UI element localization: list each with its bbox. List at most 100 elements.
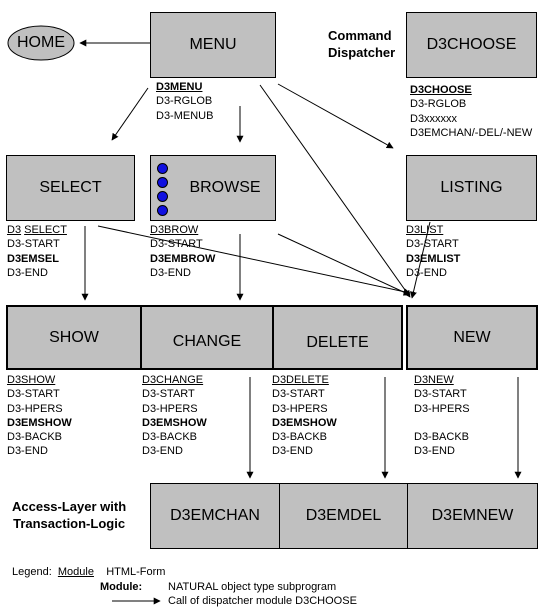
access-layer-label: Access-Layer with Transaction-Logic [12,498,126,532]
arrow-menu-new [259,84,411,298]
module-item: D3-END [7,445,48,458]
d3choose-label: D3CHOOSE [426,36,517,53]
module-item: D3-END [7,266,48,279]
module-item: D3CHOOSE [410,84,472,96]
module-item: D3EMCHAN/-DEL/-NEW [410,126,533,139]
browse-label: BROWSE [189,179,261,196]
module-item: D3EMBROW [150,252,216,265]
module-item: D3-END [272,445,313,458]
home-node: HOME [8,26,74,60]
browse-module-list: D3BROW D3-START D3EMBROW D3-END [150,223,215,280]
command-dispatcher-line-2: Dispatcher [328,45,396,60]
arrow-browse-new [277,233,411,296]
delete-module-list: D3DELETE D3-START D3-HPERS D3EMSHOW D3-B… [272,373,337,459]
show-node: SHOW [6,305,142,370]
module-item: D3EMSEL [7,252,59,265]
d3emdel-node: D3EMDEL [279,483,408,549]
module-item: D3BROW [150,224,199,236]
module-item: D3-HPERS [414,402,470,415]
module-item: D3-BACKB [142,431,198,444]
show-module-list: D3SHOW D3-START D3-HPERS D3EMSHOW D3-BAC… [7,373,72,459]
module-item: D3MENU [156,81,203,93]
module-item: D3-END [150,266,191,279]
menu-node: MENU [150,12,276,78]
module-item: D3-START [7,388,60,401]
module-item: D3DELETE [272,374,329,386]
bullet-icon [157,191,168,202]
legend-html-form: HTML-Form [106,566,166,578]
home-node-shape [7,25,75,61]
access-layer-line-1: Access-Layer with [12,499,127,514]
legend: Legend: Module HTML-Form [12,566,165,578]
module-item: D3EMSHOW [272,416,337,429]
legend-arrow-desc: Call of dispatcher module D3CHOOSE [168,595,357,607]
module-item: D3-END [142,445,183,458]
module-item: D3-BACKB [272,431,328,444]
change-module-list: D3CHANGE D3-START D3-HPERS D3EMSHOW D3-B… [142,373,207,459]
listing-node: LISTING [406,155,537,221]
module-item: D3-BACKB [414,431,470,444]
bullet-icon [157,205,168,216]
module-item: D3xxxxxx [410,112,458,125]
module-prefix: D3 [7,224,22,236]
d3emdel-label: D3EMDEL [305,507,382,524]
command-dispatcher-label: Command Dispatcher [328,27,395,61]
d3emchan-node: D3EMCHAN [150,483,280,549]
legend-module-key: Module: [100,581,143,593]
module-item: D3-RGLOB [156,95,213,108]
module-item: D3EMSHOW [7,416,72,429]
module-item: D3SHOW [7,374,56,386]
browse-node: BROWSE [150,155,276,221]
d3choose-node: D3CHOOSE [406,12,537,78]
select-node: SELECT [6,155,135,221]
delete-label: DELETE [306,333,369,351]
legend-module: Module [57,566,94,578]
module-item: D3-HPERS [272,402,328,415]
menu-label: MENU [189,36,237,53]
arrow-menu-listing [277,83,394,149]
legend-title: Legend: [12,566,52,578]
show-label: SHOW [49,328,99,346]
module-item: D3NEW [414,374,454,386]
change-label: CHANGE [172,332,242,350]
command-dispatcher-line-1: Command [328,28,392,43]
module-item: D3-START [7,238,60,251]
module-item: D3-START [406,238,459,251]
module-item: D3-MENUB [156,109,214,122]
arrow-menu-select [111,87,149,141]
module-item: D3-END [414,445,455,458]
bullet-icon [157,163,168,174]
listing-label: LISTING [440,179,503,196]
module-item: D3-END [406,266,447,279]
module-item: D3EMSHOW [142,416,207,429]
d3emchan-label: D3EMCHAN [170,507,260,524]
module-name: SELECT [24,224,67,236]
new-node: NEW [406,305,538,370]
menu-module-list: D3MENU D3-RGLOB D3-MENUB [156,80,213,123]
arrow-select-new [97,225,411,296]
d3emnew-node: D3EMNEW [407,483,538,549]
select-module-list: D3 SELECT D3-START D3EMSEL D3-END [7,223,67,280]
module-item: D3 SELECT [7,223,67,237]
module-item: D3-HPERS [142,402,198,415]
new-label: NEW [453,328,491,346]
legend-module-desc: NATURAL object type subprogram [168,581,337,593]
module-item [414,416,470,430]
module-item: D3-RGLOB [410,98,467,111]
module-item: D3EMLIST [406,252,461,265]
module-item: D3-START [150,238,203,251]
module-item: D3-START [272,388,325,401]
d3emnew-label: D3EMNEW [431,507,514,524]
d3choose-module-list: D3CHOOSE D3-RGLOB D3xxxxxx D3EMCHAN/-DEL… [410,83,532,140]
select-label: SELECT [39,179,102,196]
module-item: D3-BACKB [7,431,63,444]
module-item: D3-START [142,388,195,401]
bullet-icon [157,177,168,188]
module-item: D3LIST [406,224,444,236]
new-module-list: D3NEW D3-START D3-HPERS D3-BACKB D3-END [414,373,470,459]
change-node: CHANGE [140,305,274,370]
module-item: D3CHANGE [142,374,204,386]
module-item: D3-HPERS [7,402,63,415]
access-layer-line-2: Transaction-Logic [13,516,126,531]
